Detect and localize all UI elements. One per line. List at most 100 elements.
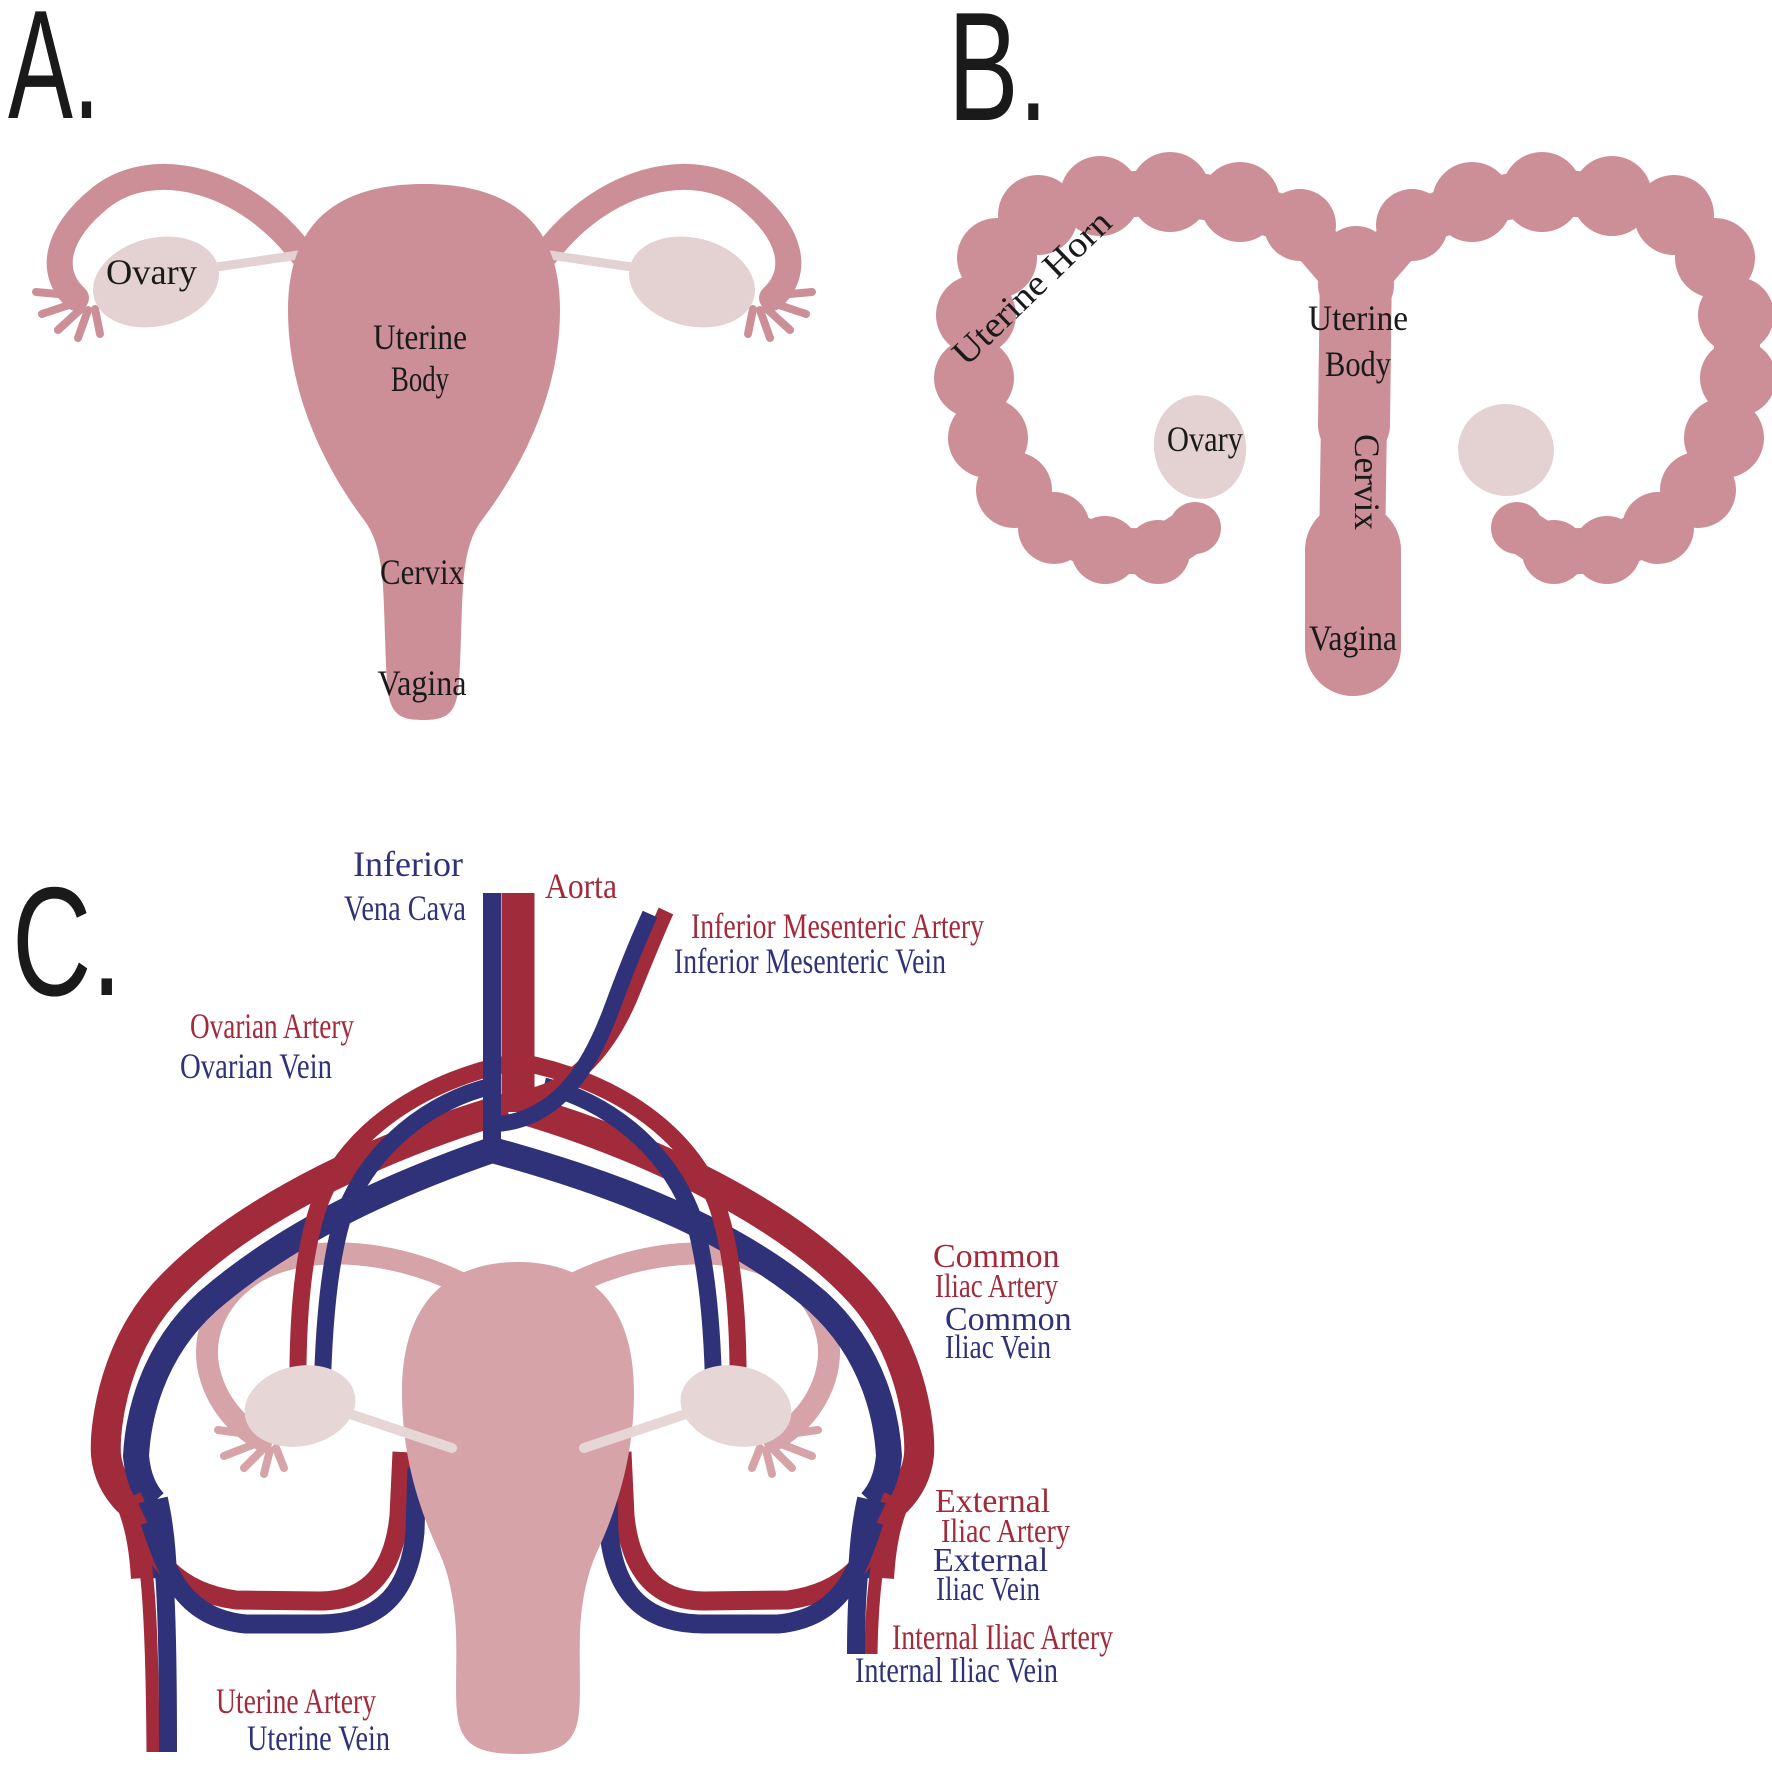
fimbria <box>772 1438 816 1460</box>
fallopian-tube-right <box>533 164 802 311</box>
inferior-mesenteric-vein <box>496 910 658 1132</box>
horn-bump <box>1432 162 1512 242</box>
label-cervix: Cervix <box>380 552 464 592</box>
ovarian-ligament-right <box>538 249 643 273</box>
ovarian-ligament-left <box>345 1409 457 1453</box>
ovarian-ligament-left <box>205 249 310 273</box>
horn-bump <box>1502 152 1582 232</box>
fimbria <box>32 288 84 300</box>
fimbriae-right <box>748 1426 822 1478</box>
ovary-right-shape <box>1458 403 1554 497</box>
uterine-vein-right <box>597 1467 884 1634</box>
label-vagina: Vagina <box>1309 618 1397 658</box>
label-cervix: Cervix <box>1347 434 1387 530</box>
label-uterine-body-1: Uterine <box>1308 298 1408 338</box>
panel-a-human-uterus: A. Ovary Uterine Body Cervix <box>8 0 816 720</box>
label-inferior-mesenteric-vein: Inferior Mesenteric Vein <box>674 941 946 981</box>
fimbria <box>748 1444 764 1472</box>
horn-bump <box>936 275 1016 355</box>
horn-bump <box>1200 162 1280 242</box>
fallopian-tube-left <box>46 164 315 311</box>
fimbria <box>272 1444 288 1472</box>
horn-bump <box>1698 277 1772 353</box>
fimbria <box>764 288 816 300</box>
fimbria <box>54 304 86 334</box>
ovary-left-shape <box>92 236 220 328</box>
horn-bump <box>1376 189 1448 261</box>
horn-bump <box>1700 340 1772 416</box>
label-ovary: Ovary <box>1167 419 1243 459</box>
label-ovary: Ovary <box>106 252 197 292</box>
fimbria <box>762 304 794 334</box>
horn-bump <box>1264 189 1336 261</box>
fimbria <box>770 1426 822 1440</box>
ovary-left-shape <box>1153 395 1247 499</box>
central-great-vessels <box>483 893 674 1151</box>
horn-bump <box>934 338 1014 418</box>
panel-c-labels: Inferior Vena Cava Aorta Inferior Mesent… <box>180 844 1113 1758</box>
horn-bump <box>1491 502 1543 554</box>
fimbriae-right <box>744 288 816 342</box>
uterine-vein-left <box>140 1467 427 1634</box>
label-external-iliac-artery-1: External <box>935 1483 1050 1520</box>
label-vagina: Vagina <box>378 663 467 703</box>
fimbria <box>756 306 774 342</box>
label-internal-iliac-vein: Internal Iliac Vein <box>855 1650 1058 1690</box>
horn-bump <box>1071 516 1139 584</box>
label-uterine-body-1: Uterine <box>373 317 467 357</box>
ovary-right-shape <box>680 1365 792 1447</box>
fimbria <box>260 1446 274 1478</box>
horn-right-bumps <box>1326 152 1772 584</box>
iliac-vessel-tree <box>90 1093 935 1753</box>
uterus-body-shape <box>402 1262 634 1754</box>
horn-bump <box>1572 156 1652 236</box>
fimbria <box>768 1444 796 1472</box>
ovarian-vessels <box>289 1053 747 1405</box>
label-common-iliac-artery-2: Iliac Artery <box>935 1268 1058 1305</box>
label-external-iliac-vein-1: External <box>933 1542 1048 1579</box>
uterine-body-stem <box>1305 226 1401 696</box>
horn-bump <box>1130 152 1210 232</box>
inferior-mesenteric-artery <box>518 907 674 1106</box>
ovary-right-shape <box>628 236 756 328</box>
fimbria <box>74 306 92 342</box>
label-ovarian-vein: Ovarian Vein <box>180 1046 332 1086</box>
horn-bump <box>1060 156 1140 236</box>
horn-bump <box>1169 502 1221 554</box>
label-common-iliac-artery-1: Common <box>933 1238 1060 1275</box>
common-iliac-vein-left <box>122 1137 497 1511</box>
label-inferior-mesenteric-artery: Inferior Mesenteric Artery <box>691 906 984 946</box>
fimbriae-left <box>32 288 104 342</box>
label-ovarian-artery: Ovarian Artery <box>190 1006 354 1046</box>
ovarian-artery-left <box>289 1053 518 1405</box>
fimbria <box>214 1426 266 1440</box>
fimbria <box>220 1438 264 1460</box>
ovarian-ligament-right <box>579 1409 691 1453</box>
label-uterine-body-2: Body <box>1325 344 1391 384</box>
common-iliac-vein-right <box>488 1137 903 1511</box>
label-uterine-body-2: Body <box>391 359 449 399</box>
label-uterine-vein: Uterine Vein <box>247 1718 390 1758</box>
fimbria <box>766 298 810 318</box>
panel-c-letter: C. <box>12 855 122 1028</box>
label-uterine-artery: Uterine Artery <box>216 1681 376 1721</box>
label-common-iliac-vein-1: Common <box>945 1301 1072 1338</box>
label-external-iliac-vein-2: Iliac Vein <box>936 1571 1040 1608</box>
fimbria <box>762 1446 776 1478</box>
label-inferior-vena-cava-1: Inferior <box>353 844 463 884</box>
label-external-iliac-artery-2: Iliac Artery <box>941 1513 1070 1550</box>
label-inferior-vena-cava-2: Vena Cava <box>344 888 466 928</box>
uterine-horn-right <box>1326 152 1772 584</box>
panel-c-vasculature: C. <box>12 844 1113 1758</box>
label-common-iliac-vein-2: Iliac Vein <box>945 1329 1051 1366</box>
ovarian-vein-left <box>313 1077 495 1405</box>
fimbria <box>744 305 757 338</box>
fimbria <box>91 305 104 338</box>
panel-b-letter: B. <box>948 0 1048 153</box>
ovarian-vein-right <box>541 1077 723 1405</box>
panel-b-rodent-uterus: B. <box>934 0 1772 696</box>
ovary-left-shape <box>244 1365 356 1447</box>
panel-a-letter: A. <box>8 0 100 151</box>
